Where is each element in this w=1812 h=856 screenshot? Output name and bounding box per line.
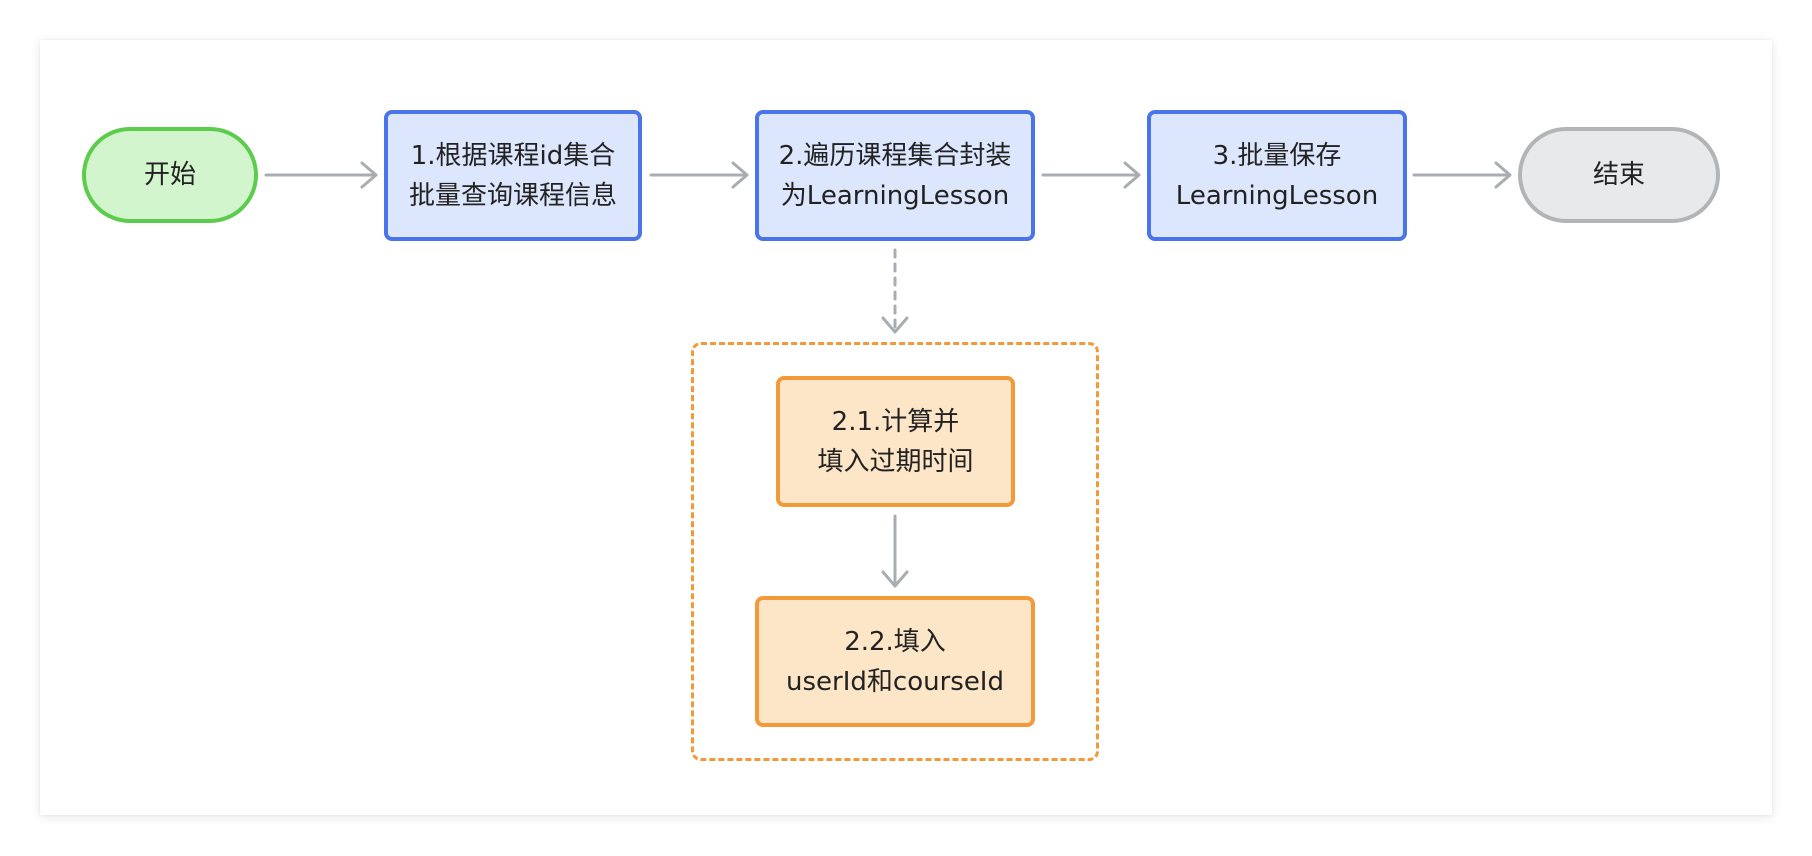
end-node: 结束 bbox=[1518, 127, 1720, 223]
sub1-expire-time-node: 2.1.计算并 填入过期时间 bbox=[776, 376, 1015, 507]
step3-batch-save-node: 3.批量保存 LearningLesson bbox=[1147, 110, 1407, 241]
end-node-label: 结束 bbox=[1592, 160, 1645, 190]
step2-label: 2.遍历课程集合封装 为LearningLesson bbox=[778, 140, 1012, 211]
step2-build-lessons-node: 2.遍历课程集合封装 为LearningLesson bbox=[755, 110, 1035, 241]
start-node: 开始 bbox=[82, 127, 258, 223]
step3-label: 3.批量保存 LearningLesson bbox=[1175, 140, 1379, 211]
sub2-fill-ids-node: 2.2.填入 userId和courseId bbox=[755, 596, 1035, 727]
sub1-label: 2.1.计算并 填入过期时间 bbox=[817, 406, 974, 477]
start-node-label: 开始 bbox=[143, 160, 196, 190]
sub-process-group bbox=[691, 342, 1099, 761]
step1-query-courses-node: 1.根据课程id集合 批量查询课程信息 bbox=[384, 110, 642, 241]
sub2-label: 2.2.填入 userId和courseId bbox=[786, 626, 1004, 697]
step1-label: 1.根据课程id集合 批量查询课程信息 bbox=[408, 140, 617, 211]
